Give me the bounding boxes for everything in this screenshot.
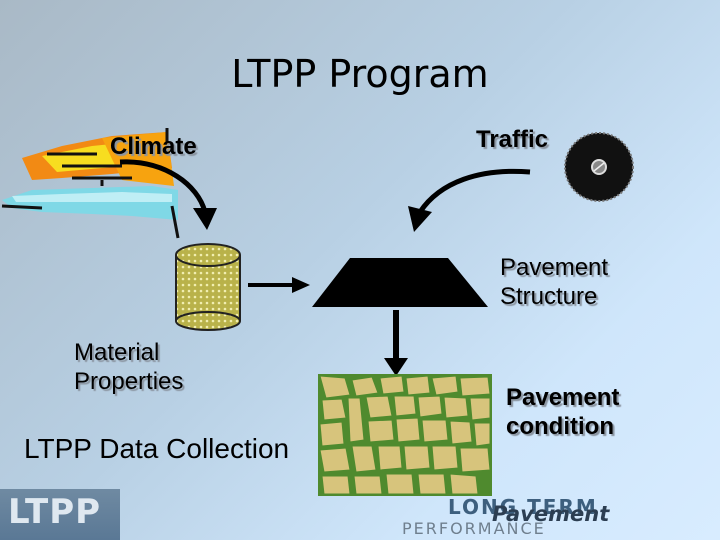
climate-label: Climate: [110, 133, 197, 160]
brand-long-term: LONG TERM: [448, 495, 598, 519]
pavement-condition-label: Pavement condition: [506, 384, 620, 440]
data-collection-label: LTPP Data Collection: [24, 433, 290, 464]
pavement-cracks-icon: [318, 374, 492, 496]
brand-pavement: Pavement: [492, 502, 610, 526]
pavement-structure-label: Pavement Structure: [500, 254, 609, 310]
material-cylinder-icon: [175, 243, 241, 331]
material-properties-label: Material Properties: [74, 339, 184, 395]
traffic-arrow: [417, 168, 531, 214]
traffic-label: Traffic: [476, 126, 549, 153]
traffic-tire-icon: [564, 132, 634, 202]
climate-arrowhead: [193, 208, 217, 230]
ltpp-logo-text: LTPP: [8, 492, 102, 532]
page-title: LTPP Program: [231, 52, 489, 96]
pavement-structure-icon: [312, 258, 488, 307]
ltpp-logo-left: [0, 489, 120, 540]
structure-to-condition-arrow: [393, 310, 399, 362]
traffic-arrowhead: [408, 206, 432, 232]
climate-arrow: [119, 159, 208, 213]
brand-performance: PERFORMANCE: [402, 519, 546, 538]
